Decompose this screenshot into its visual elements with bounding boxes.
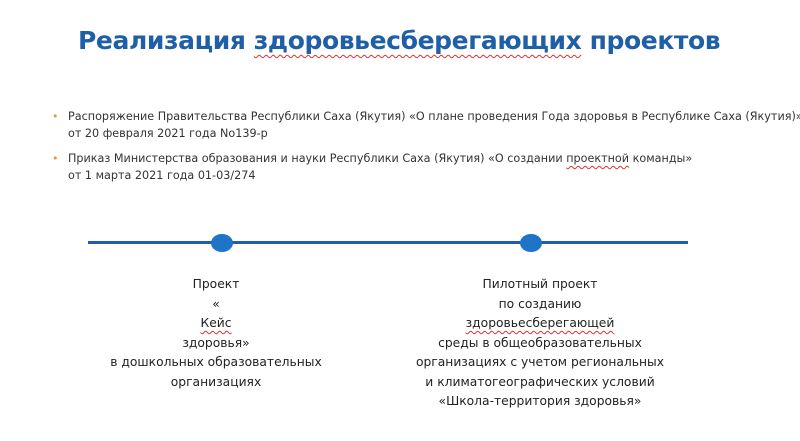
bullet-dot-icon: • — [52, 152, 59, 165]
bullet-text-line: Приказ Министерства образования и науки … — [68, 150, 792, 167]
bullet-dot-icon: • — [52, 110, 59, 123]
project-pilot: Пилотный проект по созданию здоровьесбер… — [395, 275, 685, 412]
project-line: организациях — [170, 374, 262, 389]
project-line: «Школа-территория здоровья» — [438, 394, 642, 408]
project-line-segment: здоровьесберегающей — [465, 316, 615, 330]
project-line: в дошкольных образовательных — [110, 355, 322, 369]
project-line: Проект — [192, 277, 240, 291]
title-word-2: здоровьесберегающих — [253, 26, 582, 55]
project-line: по созданию здоровьесберегающей — [395, 295, 685, 334]
project-line: среды в общеобразовательных — [438, 335, 642, 350]
project-line: Пилотный проект — [482, 277, 598, 291]
project-line: «Кейс здоровья» — [100, 295, 332, 354]
bullet-item-order: • Распоряжение Правительства Республики … — [52, 108, 800, 142]
bullet-text-segment: проектной — [566, 152, 630, 165]
bullet-text-line: Распоряжение Правительства Республики Са… — [68, 110, 800, 123]
bullet-text-line: от 20 февраля 2021 года No139-р — [68, 127, 268, 140]
timeline-dot — [211, 234, 233, 252]
timeline-line — [88, 241, 688, 244]
bullet-text-segment: команды» — [629, 152, 693, 165]
title-word-3: проектов — [589, 26, 721, 55]
page-title: Реализация здоровьесберегающих проектов — [78, 26, 721, 55]
title-word-1: Реализация — [78, 26, 246, 55]
project-line: организациях с учетом региональных — [415, 355, 665, 369]
project-line-segment: Кейс — [200, 316, 232, 330]
bullet-text-segment: Приказ Министерства образования и науки … — [68, 152, 567, 165]
bullet-list: • Распоряжение Правительства Республики … — [52, 108, 800, 192]
project-line: и климатогеографических условий — [425, 374, 655, 389]
bullet-text-line: от 1 марта 2021 года 01-03/274 — [68, 169, 256, 182]
bullet-item-decree: • Приказ Министерства образования и наук… — [52, 150, 792, 184]
timeline-dot — [520, 234, 542, 252]
project-kejs-zdorovya: Проект «Кейс здоровья» в дошкольных обра… — [100, 275, 332, 392]
